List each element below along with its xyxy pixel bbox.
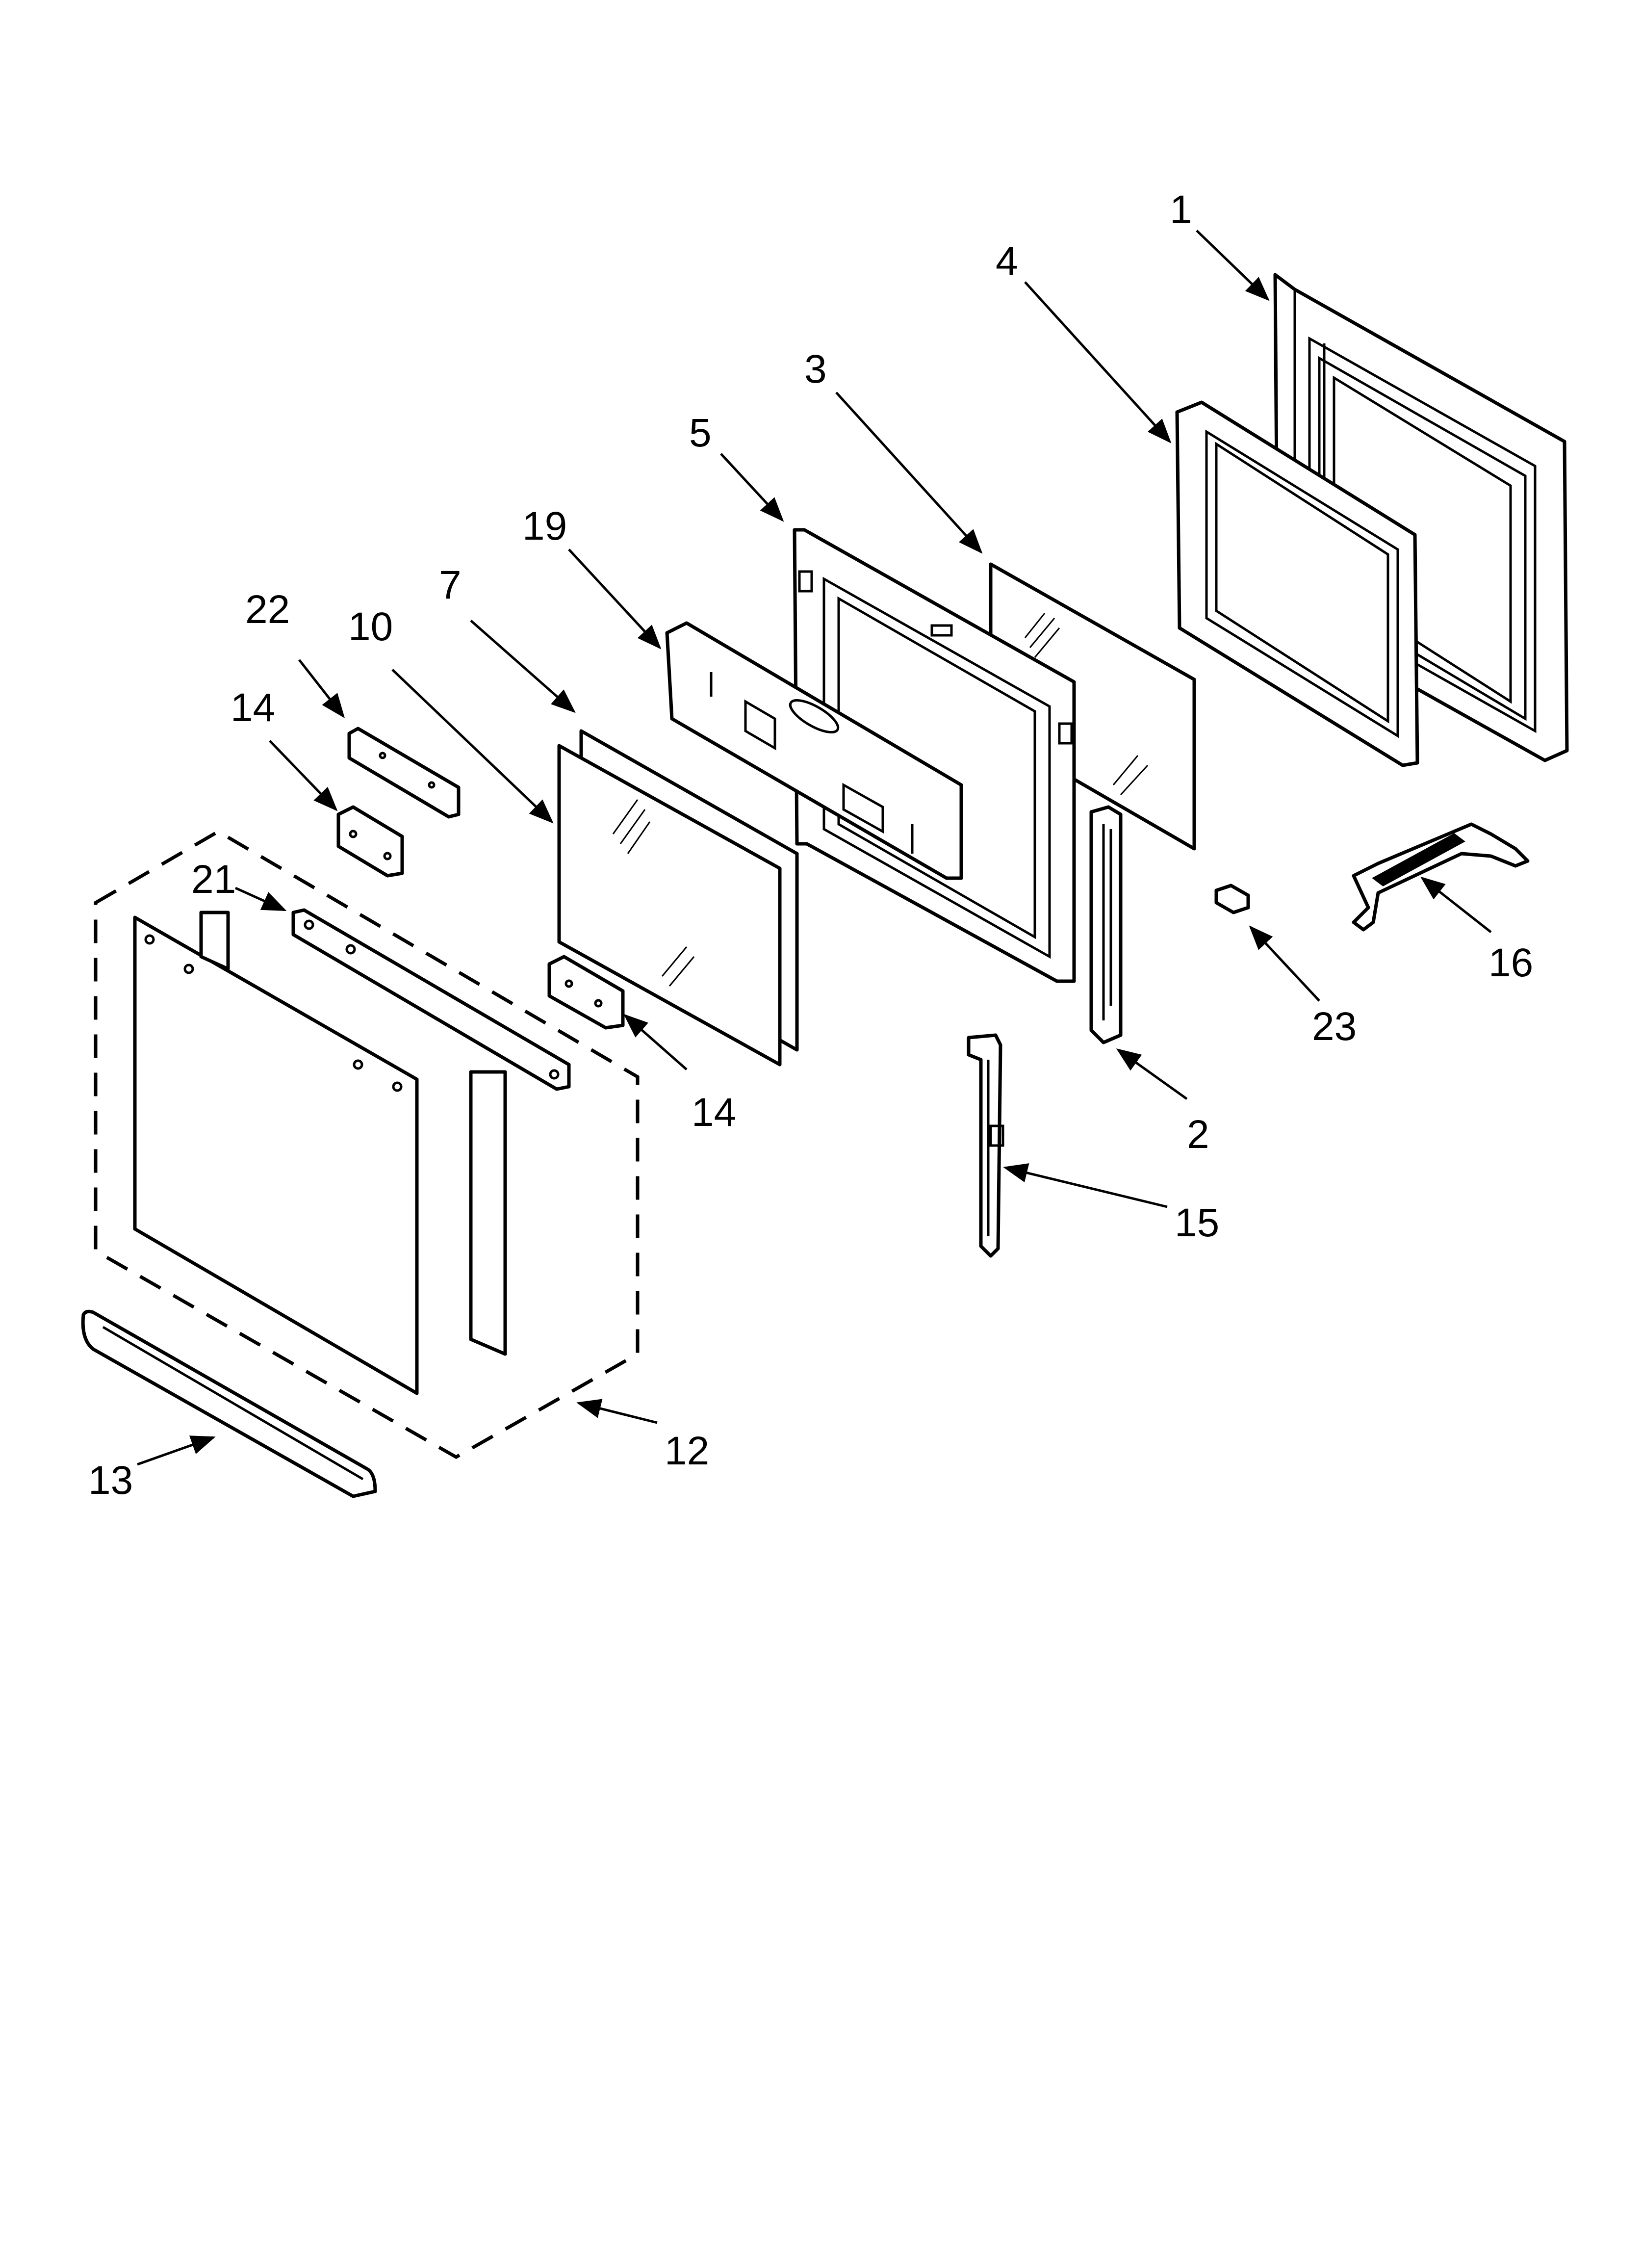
vertical-strip-left (199, 911, 230, 971)
callout-1: 1 (1170, 187, 1192, 232)
callout-14-lower: 14 (692, 1090, 736, 1135)
callout-7: 7 (439, 563, 462, 607)
callout-10: 10 (348, 604, 393, 649)
door-frame-inner (1175, 400, 1419, 767)
hinge-bracket-lower (547, 955, 625, 1030)
door-shield (665, 621, 963, 880)
leader-lines (137, 230, 1492, 1466)
vertical-strip-right (469, 1070, 507, 1356)
callout-numbers: 1 4 3 5 19 7 22 10 14 21 14 23 16 2 15 1… (88, 187, 1533, 1503)
bracket-22 (347, 727, 461, 819)
callout-22: 22 (245, 587, 290, 632)
callout-4: 4 (996, 239, 1018, 284)
callout-21: 21 (191, 857, 236, 902)
callout-2: 2 (1187, 1112, 1209, 1157)
callout-5: 5 (689, 411, 712, 455)
callout-12: 12 (665, 1429, 709, 1473)
trim-strip-21 (291, 908, 571, 1091)
clip-23 (1214, 884, 1250, 914)
hinge-channel-15 (967, 1033, 1004, 1258)
door-hinge-2 (1089, 805, 1123, 1044)
callout-13: 13 (88, 1458, 133, 1503)
door-handle-trim (81, 1309, 377, 1498)
callout-15: 15 (1175, 1200, 1219, 1245)
glass-panel-10 (557, 744, 782, 1067)
support-bracket-16 (1352, 822, 1530, 932)
callout-19: 19 (522, 504, 567, 548)
hinge-bracket-upper (336, 805, 404, 878)
callout-14-upper: 14 (231, 685, 275, 730)
callout-16: 16 (1488, 940, 1533, 985)
outer-glass-panel (133, 915, 419, 1395)
callout-3: 3 (804, 347, 827, 391)
callout-23: 23 (1312, 1004, 1357, 1049)
